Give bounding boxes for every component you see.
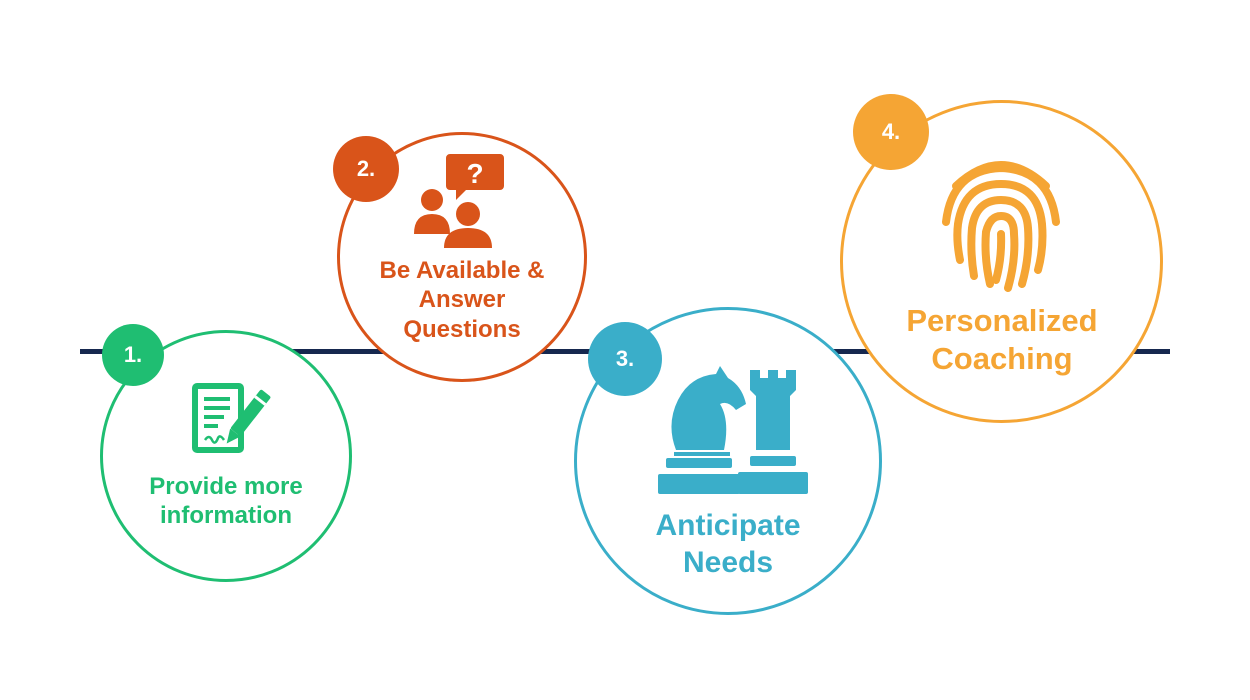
- fingerprint-icon: [942, 161, 1060, 292]
- step-2-number-badge: 2.: [333, 136, 399, 202]
- chess-pieces-icon: [658, 366, 808, 494]
- people-question-icon: ?: [414, 154, 504, 248]
- document-pen-icon: [192, 383, 271, 453]
- step-2-label: Be Available & Answer Questions: [379, 257, 545, 343]
- step-3-label: Anticipate Needs: [655, 509, 801, 579]
- step-1-label: Provide more information: [149, 473, 303, 530]
- step-4-label: Personalized Coaching: [906, 303, 1098, 376]
- step-3-number-badge: 3.: [588, 322, 662, 396]
- step-4-number-badge: 4.: [853, 94, 929, 170]
- svg-text:?: ?: [466, 158, 483, 189]
- step-1-number-badge: 1.: [102, 324, 164, 386]
